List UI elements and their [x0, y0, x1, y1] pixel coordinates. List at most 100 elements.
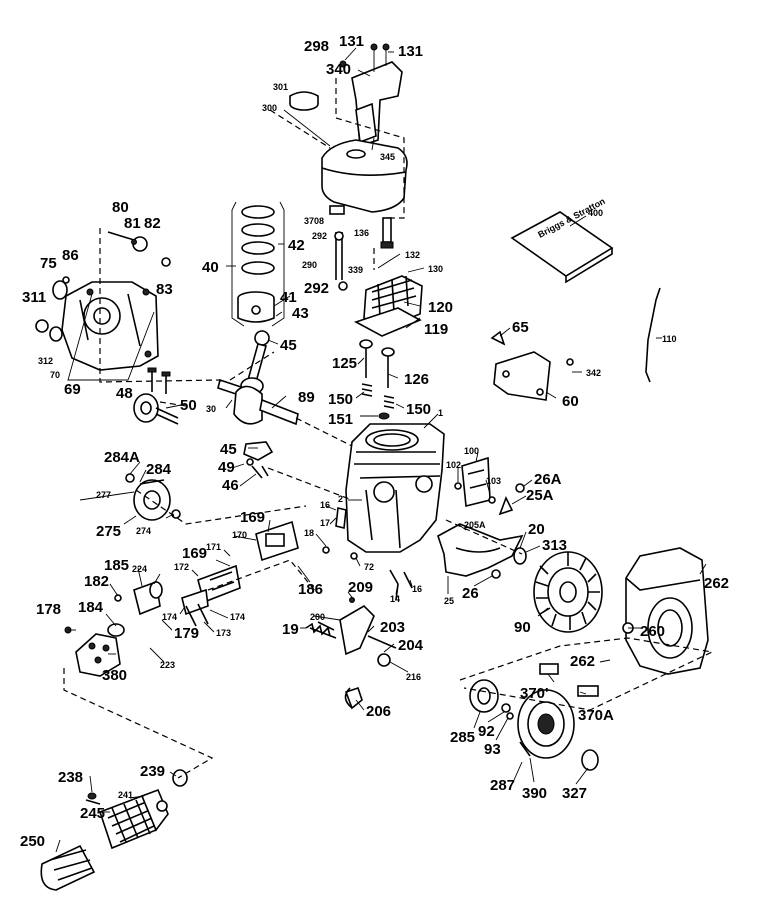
crankshaft	[217, 378, 299, 426]
oil-seal	[52, 280, 68, 300]
label-370A: 370A	[578, 707, 614, 724]
label-130: 130	[428, 264, 443, 274]
label-150: 150	[406, 401, 431, 418]
label-171: 171	[206, 542, 221, 552]
connecting-rod	[240, 330, 270, 395]
label-25: 25	[444, 596, 454, 606]
label-275: 275	[96, 523, 121, 540]
label-239: 239	[140, 763, 165, 780]
label-30: 30	[206, 404, 216, 414]
label-102: 102	[446, 460, 461, 470]
carburetor-intake	[181, 520, 299, 627]
fuel-cap	[289, 91, 319, 111]
ignition-armature	[454, 456, 496, 508]
cover-gasket-69	[67, 293, 155, 381]
label-16-lower: 16	[412, 584, 422, 594]
label-92: 92	[478, 723, 495, 740]
label-370-prime: 370'	[520, 685, 549, 702]
label-20: 20	[528, 521, 545, 538]
label-185: 185	[104, 557, 129, 574]
label-69: 69	[64, 381, 81, 398]
label-25A: 25A	[526, 487, 554, 504]
label-136: 136	[354, 228, 369, 238]
piston	[237, 291, 275, 323]
label-86: 86	[62, 247, 79, 264]
label-131: 131	[398, 43, 423, 60]
label-119: 119	[424, 321, 448, 338]
label-45-cap: 45	[220, 441, 237, 458]
label-223: 223	[160, 660, 175, 670]
decal-370	[539, 663, 559, 675]
governor-spring	[305, 622, 331, 637]
label-65: 65	[512, 319, 529, 336]
label-3708: 3708	[304, 216, 324, 226]
label-250: 250	[20, 833, 45, 850]
label-290: 290	[302, 260, 317, 270]
label-311: 311	[22, 289, 46, 306]
label-125: 125	[332, 355, 357, 372]
label-46: 46	[222, 477, 239, 494]
ground-wire	[645, 287, 661, 383]
label-45: 45	[280, 337, 297, 354]
label-179: 179	[174, 625, 199, 642]
cylinder-block	[345, 423, 445, 553]
label-131: 131	[339, 33, 364, 50]
label-241: 241	[118, 790, 133, 800]
label-313: 313	[542, 537, 567, 554]
label-49: 49	[218, 459, 235, 476]
label-262-lower: 262	[570, 653, 595, 670]
label-209: 209	[348, 579, 373, 596]
label-41: 41	[280, 289, 297, 306]
label-300: 300	[262, 103, 277, 113]
label-150: 150	[328, 391, 353, 408]
label-40: 40	[202, 259, 219, 276]
head-gasket	[353, 307, 422, 337]
label-81: 81	[124, 215, 141, 232]
label-26A: 26A	[534, 471, 562, 488]
label-292: 292	[312, 231, 327, 241]
label-80: 80	[112, 199, 129, 216]
label-103: 103	[486, 476, 501, 486]
label-224: 224	[132, 564, 147, 574]
part-number-labels: 298 131 131 340 301 300 345 3708 292 136…	[20, 33, 729, 850]
breather-parts	[322, 507, 413, 601]
label-174: 174	[162, 612, 177, 622]
label-205A: 205A	[464, 520, 486, 530]
base-plate	[498, 483, 525, 516]
label-90: 90	[514, 619, 531, 636]
label-285: 285	[450, 729, 475, 746]
label-93: 93	[484, 741, 501, 758]
label-50: 50	[180, 397, 197, 414]
label-43: 43	[292, 305, 309, 322]
washer-312	[49, 326, 63, 342]
connecting-rod-cap	[243, 441, 274, 479]
label-287: 287	[490, 777, 515, 794]
label-312: 312	[38, 356, 53, 366]
spark-plug	[380, 217, 394, 249]
label-42: 42	[288, 237, 305, 254]
air-guide-baffle	[437, 523, 524, 579]
label-204: 204	[398, 637, 424, 654]
air-cleaner-assembly	[40, 769, 188, 891]
label-186: 186	[298, 581, 323, 598]
label-260: 260	[640, 623, 665, 640]
label-277: 277	[96, 490, 111, 500]
label-169: 169	[240, 509, 265, 526]
label-110: 110	[662, 334, 677, 344]
label-284A: 284A	[104, 449, 140, 466]
label-17: 17	[320, 518, 330, 528]
label-340: 340	[326, 61, 351, 78]
label-301: 301	[273, 82, 288, 92]
label-216: 216	[406, 672, 421, 682]
drain-plug	[35, 319, 49, 333]
flywheel-key-washer	[513, 547, 527, 565]
carburetor-body	[64, 623, 125, 677]
fuel-tank	[321, 139, 408, 213]
label-72: 72	[364, 562, 374, 572]
label-132: 132	[405, 250, 420, 260]
label-60: 60	[562, 393, 579, 410]
label-400: 400	[588, 208, 603, 218]
recoil-starter	[517, 689, 575, 759]
label-1: 1	[438, 408, 443, 418]
label-70: 70	[50, 370, 60, 380]
